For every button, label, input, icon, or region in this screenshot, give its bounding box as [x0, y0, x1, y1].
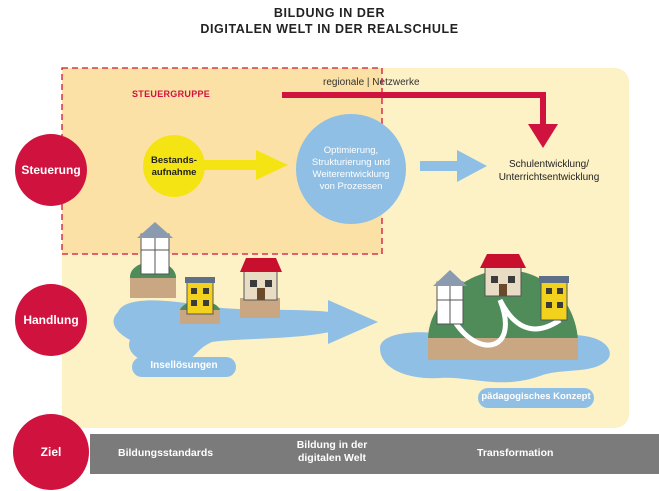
- optimierung-line-2: Strukturierung und: [311, 157, 391, 168]
- schulentwicklung-line-2: Unterrichtsentwicklung: [498, 172, 600, 183]
- island-1-base: [130, 278, 176, 298]
- bestandsaufnahme-label: Bestands- aufnahme: [143, 155, 205, 179]
- insellosungen-label: Insellösungen: [150, 360, 218, 371]
- netzwerke-label: regionale | Netzwerke: [323, 77, 420, 88]
- yellow-arrow-shaft: [200, 160, 258, 170]
- optimierung-label: Optimierung, Strukturierung und Weiteren…: [296, 145, 406, 193]
- konzept-label: pädagogisches Konzept: [481, 391, 591, 402]
- optimierung-line-1: Optimierung,: [323, 145, 379, 156]
- island-3-base: [240, 298, 280, 318]
- bestandsaufnahme-line-2: aufnahme: [151, 167, 197, 178]
- insellosungen-label-bg: [132, 357, 236, 377]
- path-swoosh: [452, 298, 562, 348]
- row-label-steuerung: Steuerung: [15, 134, 87, 206]
- row-label-handlung: Handlung: [15, 284, 87, 356]
- row-label-handlung-text: Handlung: [23, 313, 79, 327]
- digitale-welt-line-2: digitalen Welt: [297, 452, 367, 464]
- house-6: [540, 281, 568, 321]
- schulentwicklung-label: Schulentwicklung/ Unterrichtsentwicklung: [486, 158, 612, 184]
- optimierung-circle: [296, 114, 406, 224]
- konzept-label-bg: [478, 388, 594, 408]
- blue-arrow-shaft-top: [420, 161, 460, 171]
- netzwerke-arrow-head: [528, 124, 558, 148]
- house-3-roof: [240, 258, 282, 272]
- steuergruppe-label: STEUERGRUPPE: [132, 89, 211, 99]
- big-island-base: [428, 338, 578, 360]
- digitale-welt-label: Bildung in der digitalen Welt: [283, 439, 381, 465]
- transformation-label: Transformation: [477, 447, 554, 459]
- bestandsaufnahme-line-1: Bestands-: [151, 155, 197, 166]
- digitale-welt-line-1: Bildung in der: [296, 439, 368, 451]
- yellow-arrow-head: [256, 150, 288, 180]
- house-5-roof: [480, 254, 526, 268]
- optimierung-line-4: von Prozessen: [319, 181, 383, 192]
- handlung-arrow-head: [328, 300, 378, 344]
- house-2: [186, 281, 214, 315]
- title-line-1: BILDUNG IN DER: [273, 6, 386, 20]
- optimierung-line-3: Weiterentwicklung: [312, 169, 390, 180]
- schulentwicklung-line-1: Schulentwicklung/: [508, 159, 590, 170]
- bildungsstandards-label: Bildungsstandards: [118, 447, 214, 459]
- row-label-steuerung-text: Steuerung: [21, 163, 81, 177]
- bottom-bar: [90, 434, 659, 474]
- netzwerke-arrow-line: [282, 92, 546, 128]
- house-1-roof: [137, 222, 173, 238]
- blue-arrow-head-top: [457, 150, 487, 182]
- row-label-ziel: Ziel: [13, 414, 89, 490]
- row-label-ziel-text: Ziel: [40, 445, 62, 459]
- house-4-roof: [433, 270, 467, 286]
- bestandsaufnahme-circle: [143, 135, 205, 197]
- title-line-2: DIGITALEN WELT IN DER REALSCHULE: [200, 22, 459, 36]
